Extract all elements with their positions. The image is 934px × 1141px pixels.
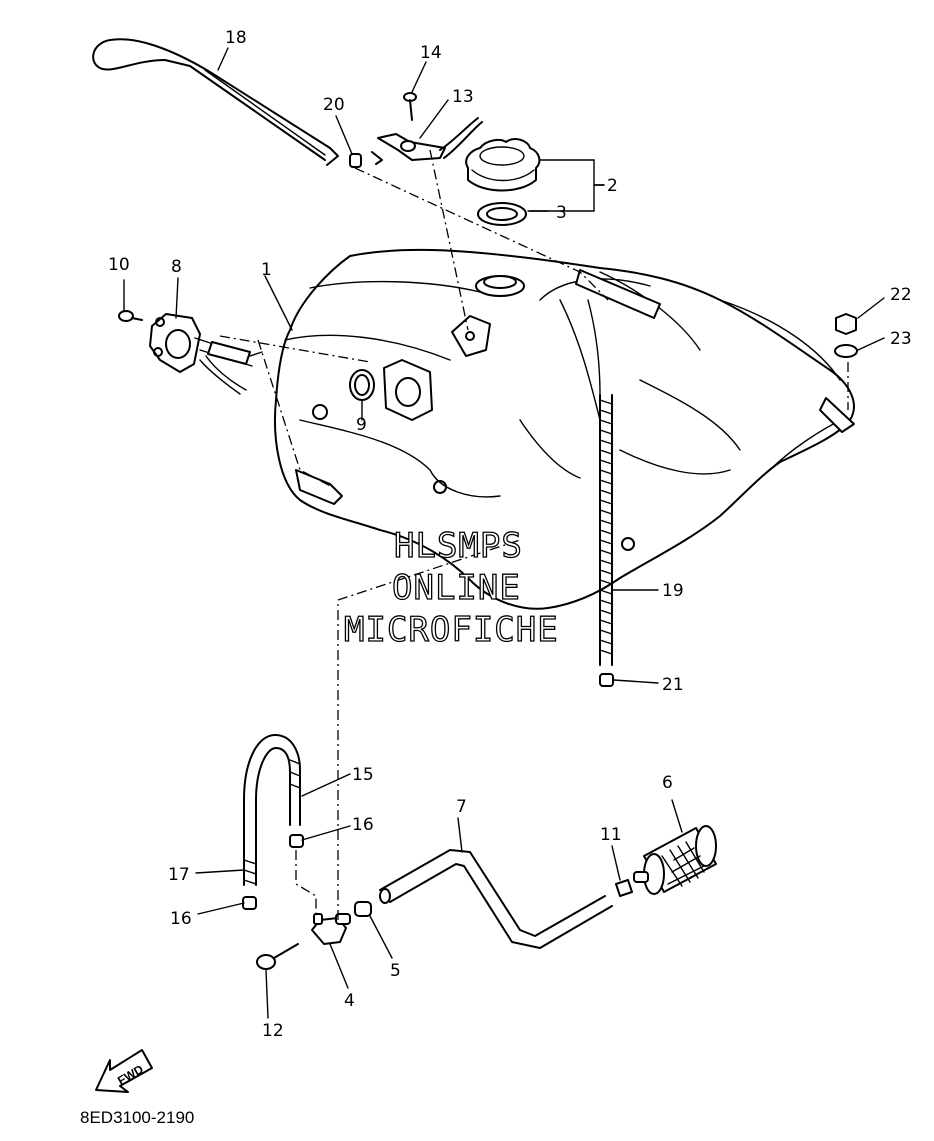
- callout-21: 21: [662, 675, 684, 695]
- callout-16-upper: 16: [352, 815, 374, 835]
- clip-21: [599, 673, 614, 687]
- callout-22: 22: [890, 285, 912, 305]
- callout-5: 5: [390, 961, 401, 981]
- callout-3: 3: [556, 203, 567, 223]
- callout-7: 7: [456, 797, 467, 817]
- callout-labels: 1 2 3 4 5 6 7 8 9 10 11 12 13 14 15 16 1…: [108, 28, 912, 1041]
- callout-17: 17: [168, 865, 190, 885]
- callout-6: 6: [662, 773, 673, 793]
- callout-1: 1: [261, 260, 272, 280]
- bolt-12: [256, 943, 299, 970]
- plug-5: [354, 901, 372, 917]
- washer-23: [834, 344, 858, 358]
- fuel-cap-2: [465, 138, 541, 192]
- callout-14: 14: [420, 43, 442, 63]
- callout-23: 23: [890, 329, 912, 349]
- fuel-tank-1: [274, 248, 855, 610]
- callout-11: 11: [600, 825, 622, 845]
- callout-13: 13: [452, 87, 474, 107]
- fwd-arrow: FWD: [95, 1049, 153, 1093]
- watermark: HLSMPS ONLINE MICROFICHE: [343, 525, 559, 650]
- sender-unit-8: [149, 313, 263, 395]
- clip-16-lower: [242, 896, 257, 910]
- fitting-13: [377, 117, 483, 161]
- callout-10: 10: [108, 255, 130, 275]
- connection-lines: [219, 149, 849, 920]
- callout-19: 19: [662, 581, 684, 601]
- vent-hose-19: [587, 299, 613, 666]
- screw-10: [118, 310, 143, 322]
- diagram-code: 8ED3100-2190: [80, 1108, 194, 1127]
- callout-9: 9: [356, 415, 367, 435]
- clip-11: [615, 879, 633, 897]
- callout-15: 15: [352, 765, 374, 785]
- nut-22: [835, 313, 857, 335]
- petcock-4: [311, 913, 351, 945]
- callout-2: 2: [607, 176, 618, 196]
- callout-4: 4: [344, 991, 355, 1011]
- clip-20: [349, 151, 383, 168]
- gasket-3: [477, 202, 527, 226]
- o-ring-9: [349, 369, 375, 401]
- callout-12: 12: [262, 1021, 284, 1041]
- fuel-hose-17: [243, 734, 301, 886]
- callout-8: 8: [171, 257, 182, 277]
- callout-18: 18: [225, 28, 247, 48]
- callout-20: 20: [323, 95, 345, 115]
- fuel-filter-6: [633, 825, 717, 895]
- watermark-line-1: HLSMPS: [394, 526, 523, 566]
- callout-16-lower: 16: [170, 909, 192, 929]
- bolt-14: [403, 92, 417, 121]
- breather-hose-18: [92, 38, 339, 166]
- leader-lines: [123, 47, 885, 1019]
- fuel-line-7: [379, 849, 613, 949]
- clip-16-upper: [289, 834, 304, 848]
- watermark-line-2: ONLINE: [392, 568, 521, 608]
- watermark-line-3: MICROFICHE: [344, 610, 559, 650]
